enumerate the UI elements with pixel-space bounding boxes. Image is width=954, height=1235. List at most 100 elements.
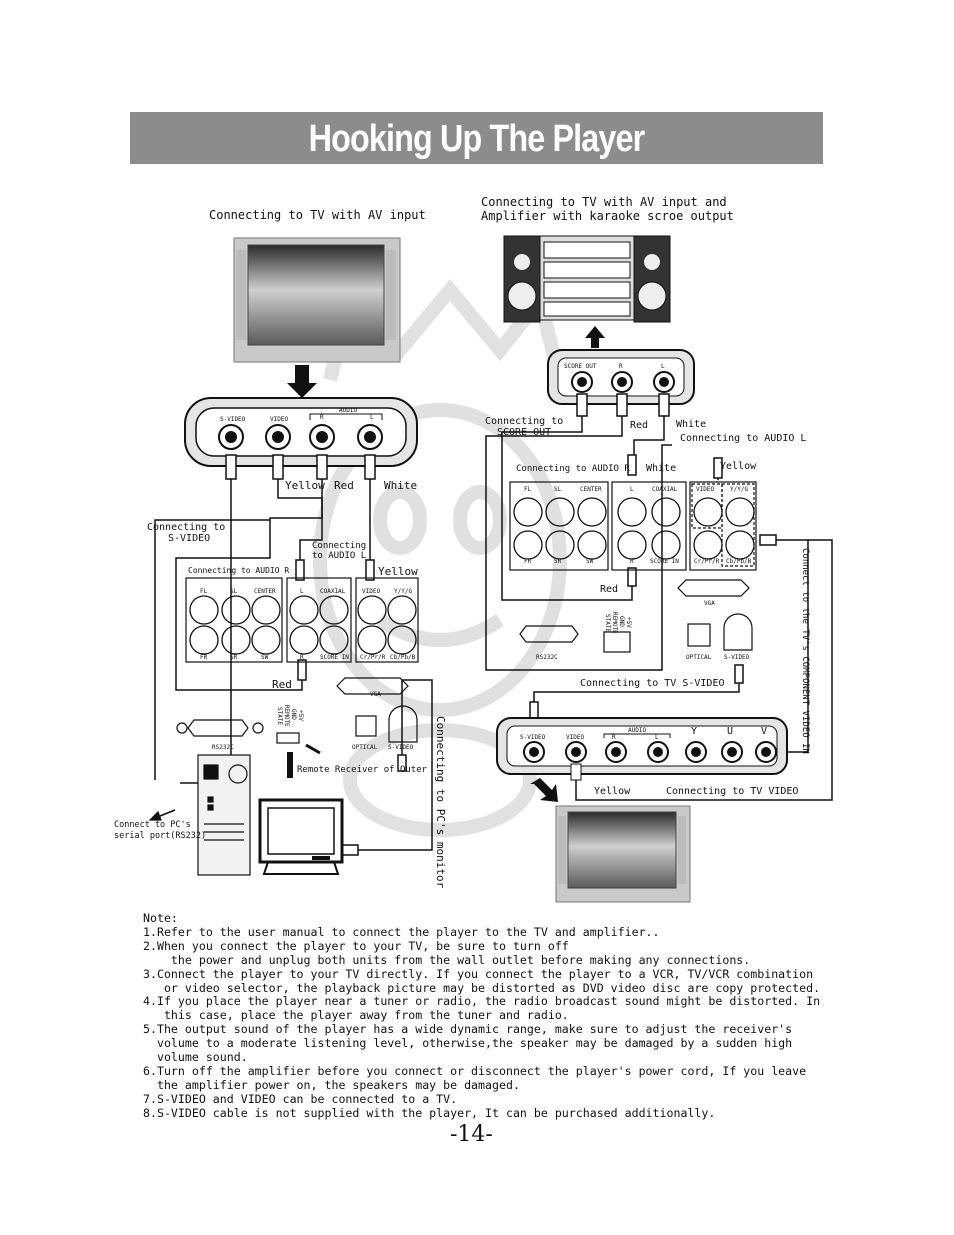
lp-video: VIDEO: [362, 588, 381, 595]
right-player-panel: [509, 481, 757, 653]
left-conn-audio-r: Connecting to AUDIO R: [188, 566, 290, 575]
amp-output-panel: [547, 349, 695, 405]
amp-score-out-label: SCORE OUT: [564, 363, 597, 370]
lp-r: R: [300, 654, 304, 661]
left-panel-audio-label: AUDIO: [339, 407, 358, 414]
note-line: 2.When you connect the player to your TV…: [143, 938, 569, 953]
right-conn-score-2: SCORE OUT: [497, 427, 552, 438]
lp-optical: OPTICAL: [352, 744, 378, 751]
right-yellow2-label: Yellow: [594, 786, 631, 797]
rp-coaxial: COAXIAL: [652, 486, 678, 493]
lp-score-in: SCORE IN: [320, 654, 349, 661]
left-heading: Connecting to TV with AV input: [209, 208, 426, 222]
right-cables: [485, 393, 833, 801]
right-yellow-label: Yellow: [720, 461, 757, 472]
rp-vga: VGA: [704, 600, 715, 607]
page-number: -14-: [450, 1122, 493, 1147]
pc-monitor-label: Connecting to PC's monitor: [434, 716, 447, 889]
left-red2-label: Red: [272, 678, 292, 691]
rp-remote: REMOTE: [611, 612, 618, 634]
pc-serial-label-1: Connect to PC's: [114, 820, 191, 830]
amplifier: [503, 235, 671, 323]
rtv-l-label: L: [655, 734, 659, 741]
rtv-r-label: R: [612, 734, 616, 741]
note-line: this case, place the player away from th…: [143, 1008, 569, 1023]
right-red2-label: Red: [600, 584, 619, 595]
rp-sr: SR: [554, 558, 562, 565]
note-line: 8.S-VIDEO cable is not supplied with the…: [143, 1105, 716, 1120]
pc-tower: [148, 754, 251, 876]
lp-plus5v: +5V: [297, 710, 304, 721]
rp-ypbpr: Y/Y/G: [730, 486, 749, 493]
lp-sw: SW: [261, 654, 269, 661]
right-tv: [555, 805, 691, 903]
rp-plus5v: +5V: [625, 617, 632, 628]
rp-cbpb: Cb/Pb/B: [726, 558, 752, 565]
right-white-label: White: [676, 419, 707, 430]
rp-fr: FR: [524, 558, 532, 565]
rp-center: CENTER: [580, 486, 602, 493]
lp-gnd: GND: [290, 709, 297, 720]
right-conn-tv-svideo: Connecting to TV S-VIDEO: [580, 678, 725, 689]
right-conn-score-1: Connecting to: [485, 416, 564, 427]
rtv-audio-label: AUDIO: [628, 727, 647, 734]
title-banner: Hooking Up The Player: [130, 112, 823, 164]
left-panel-svideo-label: S-VIDEO: [220, 416, 246, 423]
right-conn-audio-l: Connecting to AUDIO L: [680, 433, 807, 444]
lp-center: CENTER: [254, 588, 276, 595]
rtv-video-label: VIDEO: [566, 734, 585, 741]
right-white2-label: White: [646, 463, 677, 474]
lp-fl: FL: [200, 588, 208, 595]
left-conn-svideo-2: S-VIDEO: [168, 533, 211, 544]
rtv-svideo-label: S-VIDEO: [520, 734, 546, 741]
remote-receiver-label: Remote Receiver of Outer: [297, 765, 428, 775]
note-line: 5.The output sound of the player has a w…: [143, 1022, 793, 1037]
right-arrow-up: [585, 326, 605, 348]
rp-sl: SL: [554, 486, 562, 493]
rtv-u-label: U: [727, 726, 734, 737]
note-line: 6.Turn off the amplifier before you conn…: [143, 1063, 807, 1078]
note-line: 3.Connect the player to your TV directly…: [143, 966, 814, 981]
pc-monitor: [258, 798, 344, 875]
note-line: 4.If you place the player near a tuner o…: [143, 994, 821, 1009]
lp-rs232c: RS232C: [212, 744, 234, 751]
lp-cbpb: Cb/Pb/B: [390, 654, 416, 661]
rp-fl: FL: [524, 486, 532, 493]
lp-sr: SR: [230, 654, 238, 661]
left-panel-video-label: VIDEO: [270, 416, 289, 423]
left-player-panel: [176, 577, 419, 744]
note-line: or video selector, the playback picture …: [143, 980, 821, 995]
right-red-label: Red: [630, 420, 649, 431]
remote-receiver-icon: [287, 743, 321, 778]
rp-rs232c: RS232C: [536, 654, 558, 661]
right-tv-panel: [496, 717, 788, 781]
right-arrow-diag: [530, 778, 558, 802]
lp-coaxial: COAXIAL: [320, 588, 346, 595]
lp-remote: REMOTE: [283, 705, 290, 727]
lp-sl: SL: [230, 588, 238, 595]
lp-fr: FR: [200, 654, 208, 661]
rp-crpr: Cr/Pr/R: [694, 558, 720, 565]
amp-l-label: L: [661, 363, 665, 370]
pc-serial-label-2: serial port(RS232): [114, 831, 207, 841]
right-heading-1: Connecting to TV with AV input and: [481, 195, 727, 209]
left-arrow-down: [287, 365, 317, 398]
right-component-label: Connect to the TV's COMPONENT VIDEO IN: [800, 548, 810, 754]
left-conn-svideo-1: Connecting to: [147, 522, 226, 533]
rp-l: L: [630, 486, 634, 493]
left-yellow2-label: Yellow: [378, 565, 418, 578]
left-conn-audio-l-2: to AUDIO L: [312, 551, 367, 561]
note-line: volume sound.: [143, 1050, 248, 1065]
left-panel-r-label: R: [320, 414, 324, 421]
rp-score-in: SCORE IN: [650, 558, 679, 565]
rp-state: STATE: [604, 614, 611, 633]
rp-s-video: S-VIDEO: [724, 654, 750, 661]
note-line: Note:: [143, 911, 178, 925]
note-line: the power and unplug both units from the…: [143, 952, 751, 967]
lp-crpr: Cr/Pr/R: [360, 654, 386, 661]
note-line: the amplifier power on, the speakers may…: [143, 1077, 520, 1092]
lp-l: L: [300, 588, 304, 595]
rtv-y-label: Y: [691, 726, 698, 737]
rp-gnd: GND: [618, 616, 625, 627]
note-line: 1.Refer to the user manual to connect th…: [143, 924, 660, 939]
